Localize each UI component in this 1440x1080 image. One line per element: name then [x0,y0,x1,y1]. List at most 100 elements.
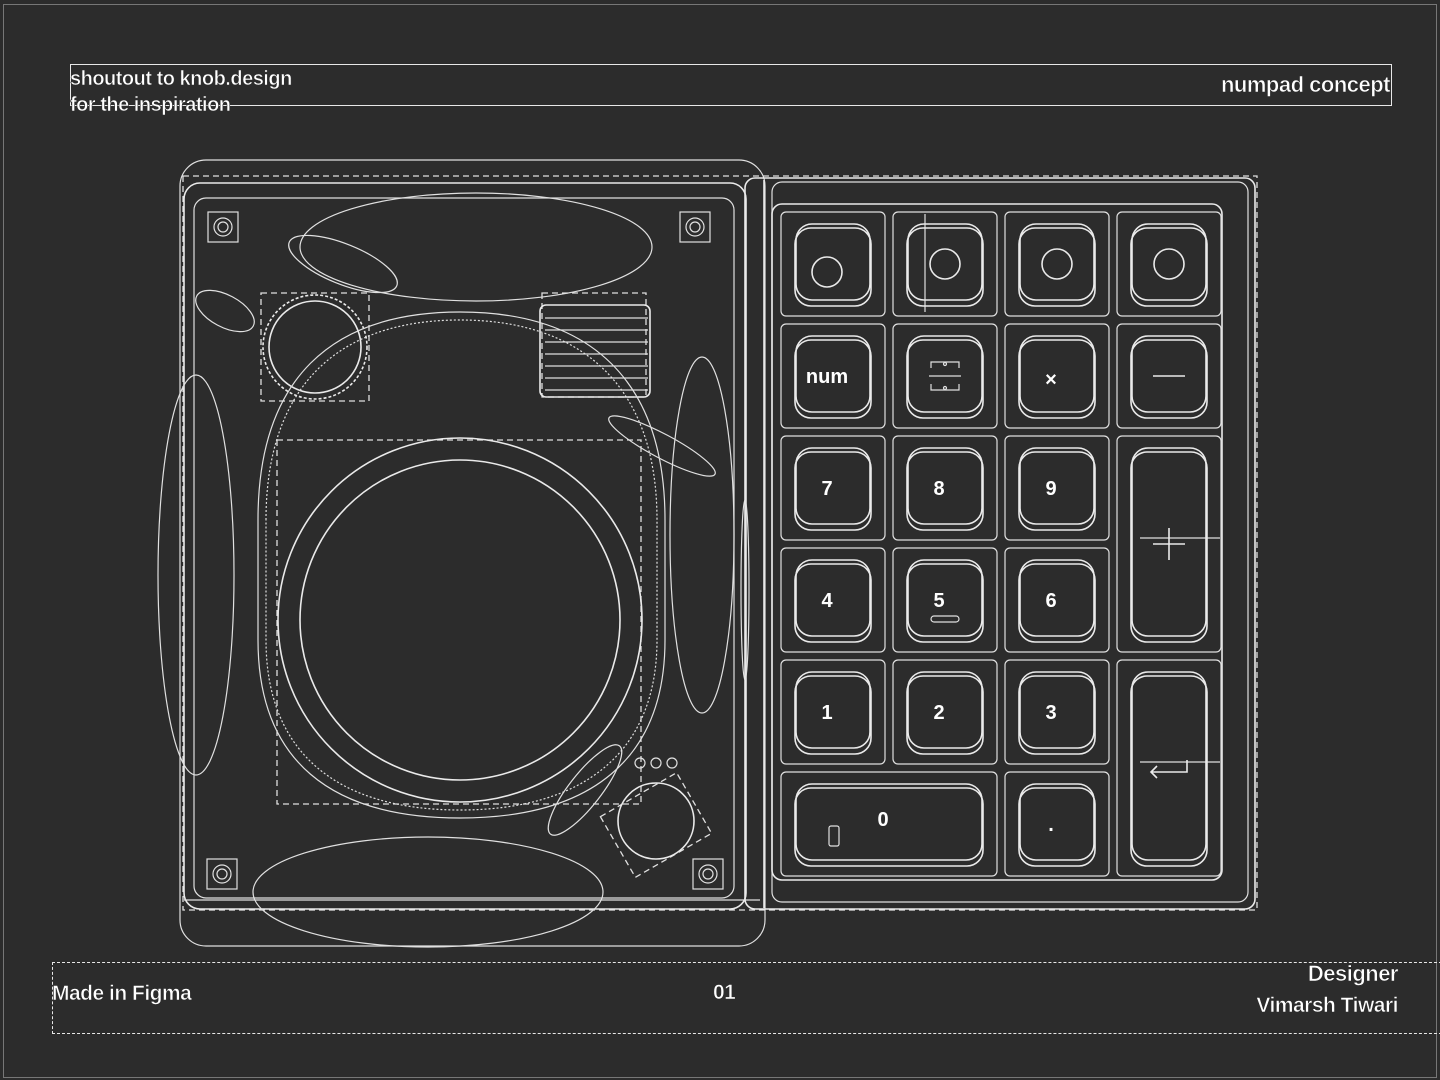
key-7[interactable]: 7 [780,435,886,541]
key-label: 3 [1045,702,1056,724]
numpad-body [744,177,1256,910]
keycap [1131,335,1207,413]
key-cell [892,211,998,317]
keycap-base [1018,563,1096,643]
keycap-base [1130,675,1208,867]
key-cell [892,323,998,429]
key-label: . [1048,814,1054,836]
knob-module-outline [179,159,766,947]
ring-icon [1153,248,1185,280]
key-top-4[interactable] [1116,211,1222,317]
credit-line-1: shoutout to knob.design [70,68,293,91]
key-0[interactable]: 0 [780,771,998,877]
key-top-1[interactable] [780,211,886,317]
bracket-icon [828,825,840,847]
ring-icon [1041,248,1073,280]
keycap [795,783,983,861]
screw-icon [692,858,724,890]
keycap-base [906,675,984,755]
keycap-base [794,563,872,643]
keycap [1131,447,1207,637]
big-knob [277,437,643,803]
keycap [907,335,983,413]
keycap-base [1130,451,1208,643]
key-enter[interactable] [1116,659,1222,877]
key-cell [1116,435,1222,653]
scroll-wheel-bounds [541,292,647,398]
keycap [795,671,871,749]
plus-icon [1153,528,1185,560]
key-cell [780,435,886,541]
key-label: 2 [933,702,944,724]
key-minus[interactable] [1116,323,1222,429]
key-label: 7 [821,478,832,500]
key-2[interactable]: 2 [892,659,998,765]
keycap-base [906,451,984,531]
key-multiply[interactable]: × [1004,323,1110,429]
knob-housing [257,311,666,819]
key-3[interactable]: 3 [1004,659,1110,765]
key-cell [1004,771,1110,877]
key-num[interactable]: num [780,323,886,429]
key-5[interactable]: 5 [892,547,998,653]
page-number: 01 [713,981,736,1005]
key-top-3[interactable] [1004,211,1110,317]
keycap [1019,447,1095,525]
key-cell [892,659,998,765]
key-label: 6 [1045,590,1056,612]
keycap [1131,671,1207,861]
combined-bounds-dashed [182,175,1258,911]
screw-icon [206,858,238,890]
key-dot[interactable]: . [1004,771,1110,877]
key-divide[interactable] [892,323,998,429]
designer-name: Vimarsh Tiwari [1256,994,1399,1018]
keycap-base [794,675,872,755]
keycap-base [794,451,872,531]
key-cell [1004,211,1110,317]
footer-box [52,962,1440,1034]
designer-role: Designer [1307,961,1399,987]
keycap [795,447,871,525]
ring-icon [811,256,843,288]
key-plus[interactable] [1116,435,1222,653]
small-dial [262,294,368,400]
keycap [795,559,871,637]
keycap-base [1018,451,1096,531]
key-cell [780,211,886,317]
keycap-base [1018,227,1096,307]
key-cell [780,659,886,765]
key-4[interactable]: 4 [780,547,886,653]
key-1[interactable]: 1 [780,659,886,765]
key-cell [780,771,998,877]
key-top-2[interactable] [892,211,998,317]
key-label: 9 [1045,478,1056,500]
divide-icon [929,361,961,391]
keycap-base [906,563,984,643]
header-box [70,64,1392,106]
key-6[interactable]: 6 [1004,547,1110,653]
enter-icon [1149,760,1188,779]
key-8[interactable]: 8 [892,435,998,541]
keycap-base [794,227,872,307]
key-cell [1116,323,1222,429]
keycap [1131,223,1207,301]
keycap [907,559,983,637]
key-cell [1116,659,1222,877]
key-9[interactable]: 9 [1004,435,1110,541]
small-button [617,782,695,860]
key-cell [892,435,998,541]
canvas-frame [3,4,1437,1078]
knob-module-plate [193,197,735,899]
keycap [907,671,983,749]
keycap [1019,335,1095,413]
page-title: numpad concept [1220,72,1391,98]
keycap-base [906,227,984,307]
key-cell [1004,659,1110,765]
knob-bounds [276,439,642,805]
knob-module-body [183,182,747,910]
scroll-wheel [539,304,651,398]
keycap-base [794,339,872,419]
key-cell [892,547,998,653]
keycap-base [1130,339,1208,419]
